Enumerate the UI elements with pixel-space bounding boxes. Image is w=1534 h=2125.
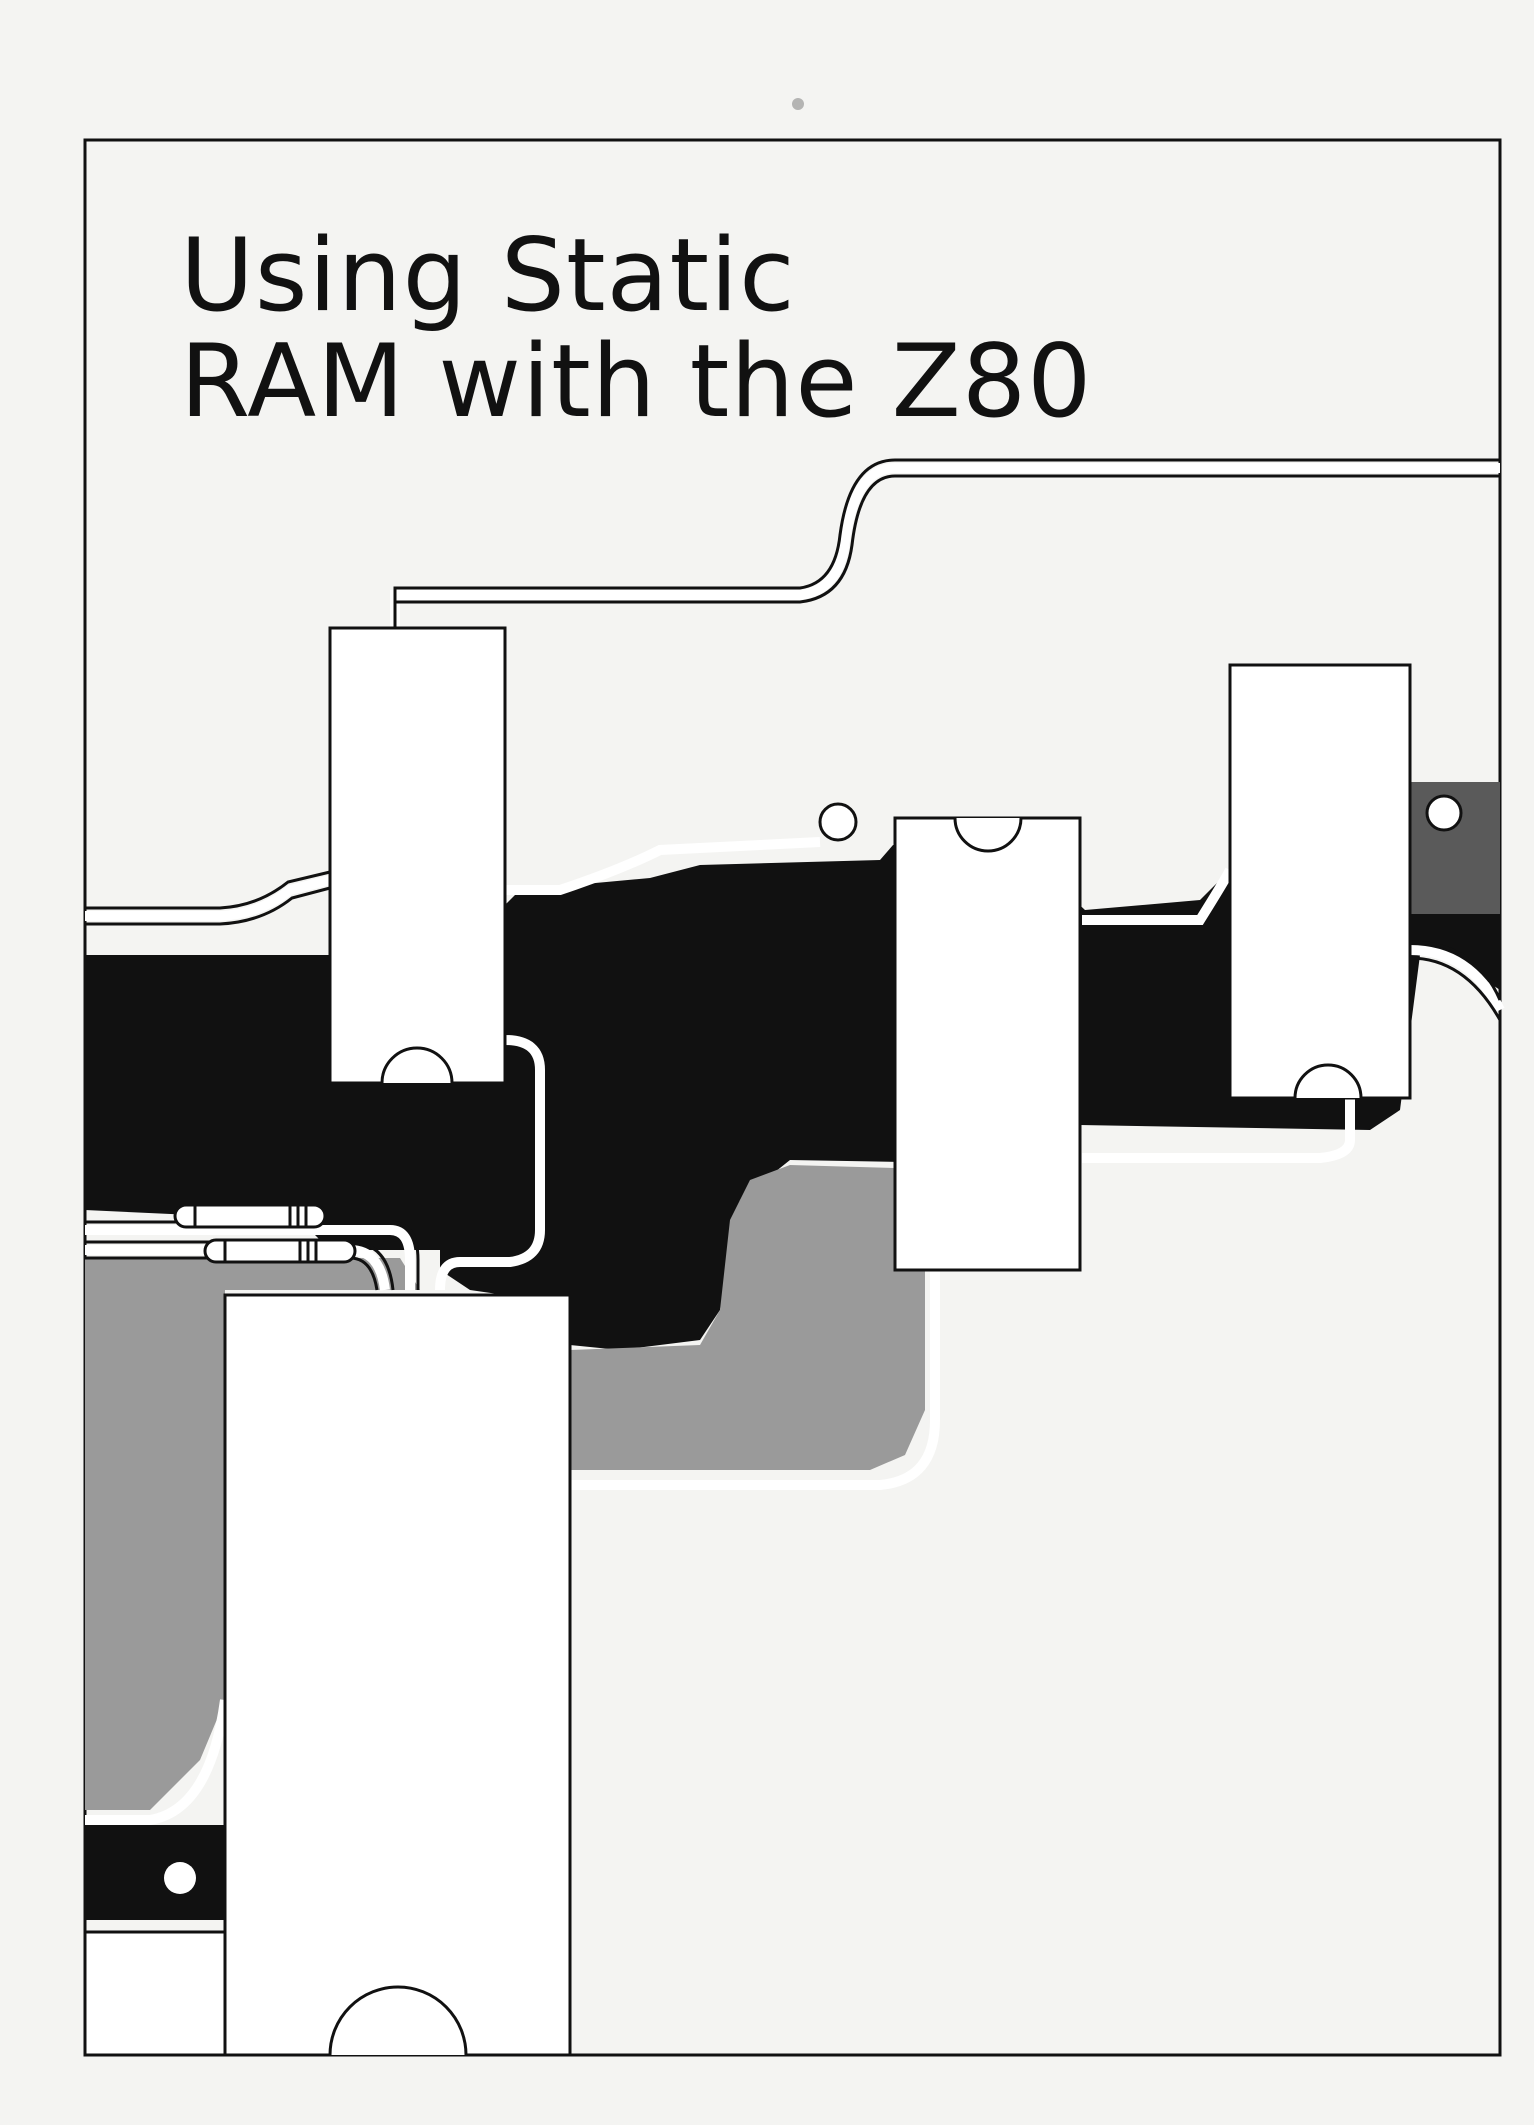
trace-chip3-gray bbox=[570, 1168, 940, 1490]
cover-title-line-2: RAM with the Z80 bbox=[180, 322, 1093, 440]
small-pad-box bbox=[83, 1930, 227, 2057]
resistor-upper bbox=[173, 1203, 327, 1229]
trace-left-gray bbox=[85, 1699, 230, 1825]
cover-title: Using Static RAM with the Z80 bbox=[180, 222, 1380, 434]
cover-title-line-1: Using Static bbox=[180, 216, 796, 334]
ic-chip-4 bbox=[223, 1293, 572, 2057]
trace-left-upper bbox=[85, 875, 332, 921]
trace-chip1-down bbox=[435, 1035, 545, 1291]
trace-right-lower bbox=[1409, 945, 1505, 1013]
trace-top bbox=[390, 463, 1500, 627]
gray-trace-region-middle bbox=[570, 1165, 925, 1470]
resistor-lower bbox=[203, 1238, 357, 1264]
pad-hole-left bbox=[164, 1862, 196, 1894]
trace-resistor-upper bbox=[85, 1225, 415, 1290]
via-pad bbox=[818, 802, 858, 842]
print-speck bbox=[792, 98, 804, 110]
ic-chip-3 bbox=[893, 816, 1082, 1272]
trace-mid-upper bbox=[505, 837, 821, 895]
gray-trace-region-left bbox=[85, 1258, 420, 1810]
pad-hole-right bbox=[1425, 794, 1463, 832]
ic-chip-2 bbox=[1228, 663, 1412, 1100]
ic-chip-1 bbox=[328, 626, 507, 1085]
trace-chip2-black bbox=[1082, 1098, 1355, 1163]
black-pad-left bbox=[85, 1825, 225, 1920]
